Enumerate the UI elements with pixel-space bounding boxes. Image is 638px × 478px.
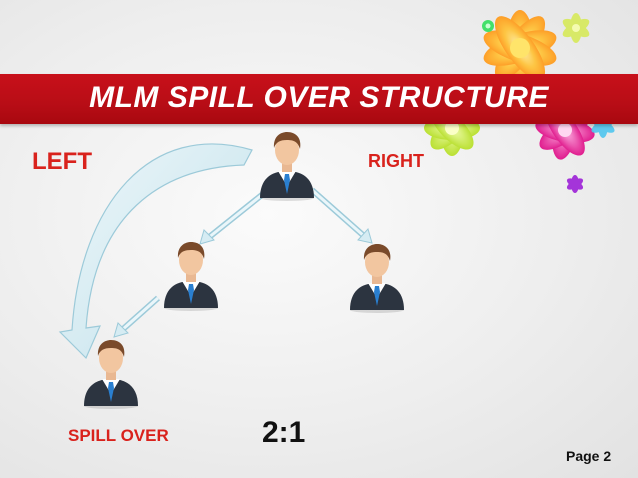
- spill-over-curved-arrow: [58, 143, 253, 360]
- page-number: Page 2: [566, 448, 612, 464]
- businessman-icon: [160, 238, 222, 312]
- businessman-icon: [256, 128, 318, 202]
- left-label: LEFT: [32, 148, 92, 175]
- arrow-top-to-right: [310, 187, 373, 244]
- spill-over-label: SPILL OVER: [68, 426, 169, 445]
- title-band: [0, 74, 638, 124]
- right-label: RIGHT: [368, 151, 424, 171]
- businessman-icon: [346, 240, 408, 314]
- ratio-label: 2:1: [262, 416, 306, 449]
- businessman-icon: [80, 336, 142, 410]
- arrow-top-to-left: [199, 187, 270, 245]
- arrow-left-to-bottom: [113, 295, 160, 338]
- slide-title: MLM SPILL OVER STRUCTURE: [89, 81, 549, 114]
